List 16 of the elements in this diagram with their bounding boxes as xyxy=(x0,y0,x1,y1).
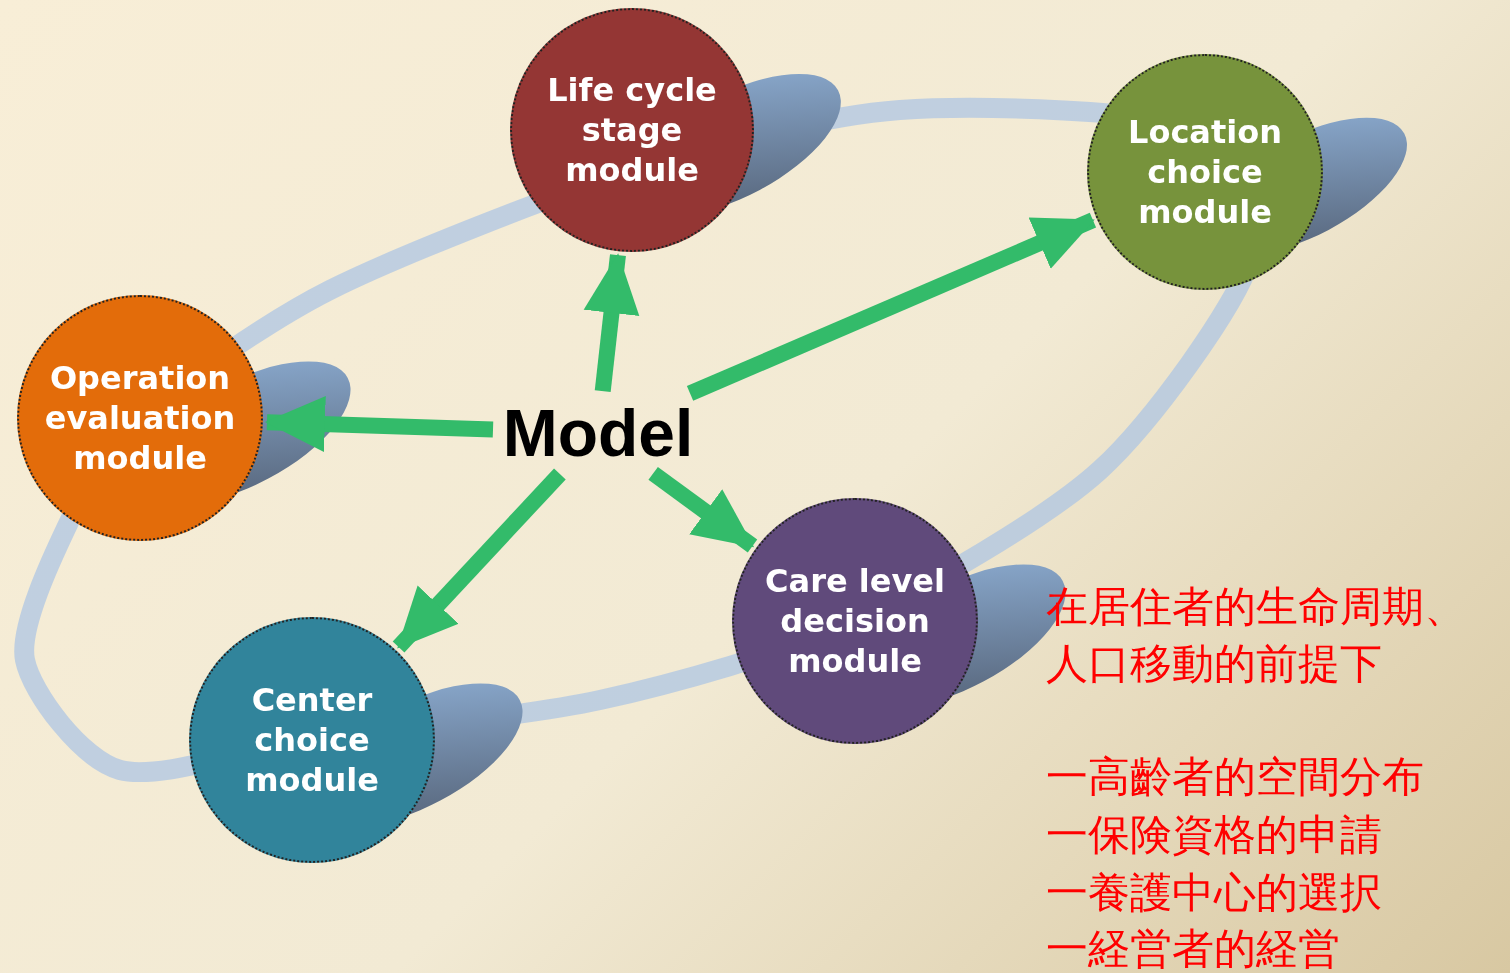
arrow xyxy=(648,466,758,553)
module-circle: Care level decision module xyxy=(732,498,978,744)
model-label: Model xyxy=(497,395,699,471)
module-circle: Center choice module xyxy=(189,617,435,863)
module-circle: Operation evaluation module xyxy=(17,295,263,541)
arrow xyxy=(686,212,1097,401)
list-item: 一経営者的経営 xyxy=(1046,923,1341,973)
list-item: 一養護中心的選択 xyxy=(1046,867,1383,919)
list-item: 一保険資格的申請 xyxy=(1046,809,1383,861)
arrow xyxy=(583,253,640,392)
note-text: 在居住者的生命周期、人口移動的前提下 xyxy=(1046,581,1467,691)
module-circle: Life cycle stage module xyxy=(510,8,754,252)
list-item: 一高齡者的空間分布 xyxy=(1046,751,1425,803)
arrow xyxy=(392,468,566,653)
module-circle: Location choice module xyxy=(1087,54,1323,290)
arrow xyxy=(264,396,494,453)
